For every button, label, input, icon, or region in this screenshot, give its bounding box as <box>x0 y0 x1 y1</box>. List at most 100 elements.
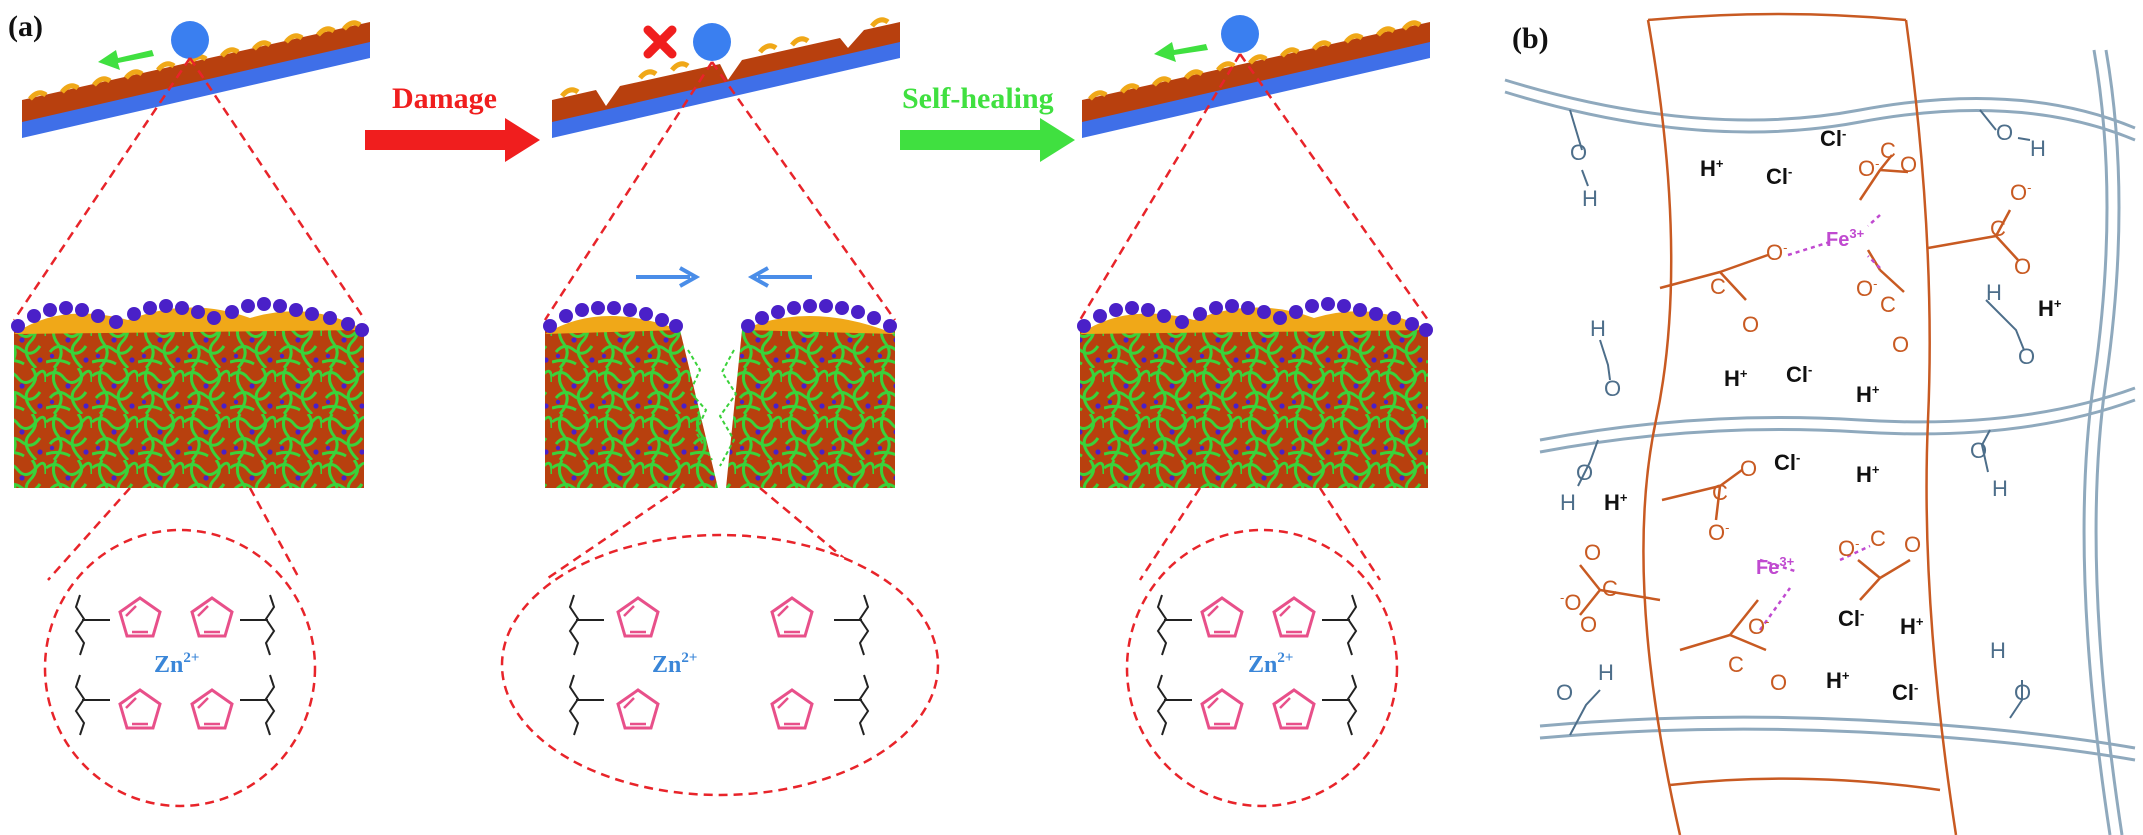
fe-ion-charge: 3+ <box>1779 554 1794 569</box>
chloride-ion: Cl- <box>1838 606 1864 631</box>
carboxyl-carbon: C <box>1728 652 1744 677</box>
carboxyl-carbon: C <box>1870 526 1886 551</box>
surface-beads <box>1077 297 1433 337</box>
water-hydrogen: H <box>2030 136 2046 161</box>
cross-icon <box>643 25 677 59</box>
carboxyl-chains <box>1642 12 1958 835</box>
proton-ion: H+ <box>1700 156 1724 181</box>
damage-arrow-label: Damage <box>392 82 497 115</box>
water-hydrogen: H <box>1560 490 1576 515</box>
substrate-layer <box>1082 40 1430 138</box>
self-healing-arrow-label: Self-healing <box>902 82 1054 115</box>
water-oxygen: O <box>1556 680 1573 705</box>
carboxyl-carbon: C <box>1712 480 1728 505</box>
proton-ion: H+ <box>2038 296 2062 321</box>
carboxyl-oxygen: O <box>1904 532 1921 557</box>
surface-beads <box>543 299 897 333</box>
chloride-ion: Cl- <box>1774 450 1800 475</box>
carboxyl-oxide: O- <box>1748 614 1769 639</box>
water-oxygen: O <box>1576 460 1593 485</box>
carboxyl-oxide: O- <box>1708 520 1729 545</box>
zinc-ion-base: Zn <box>652 652 681 678</box>
proton-ion: H+ <box>1856 382 1880 407</box>
water-oxygen: O <box>1570 140 1587 165</box>
chloride-ion: Cl- <box>1892 680 1918 705</box>
crack-dangling-chains <box>687 349 738 467</box>
merge-arrow-right <box>636 266 701 288</box>
zoom-ellipse <box>1125 528 1399 808</box>
carboxyl-oxide: -O <box>1560 590 1581 615</box>
zoom-ellipse <box>500 533 940 797</box>
zinc-ion-charge: 2+ <box>1277 650 1293 666</box>
carboxyl-carbon: C <box>1710 274 1726 299</box>
chloride-ion: Cl- <box>1766 164 1792 189</box>
proton-ion: H+ <box>1900 614 1924 639</box>
coating-layer <box>1082 22 1430 122</box>
fe-ion-lower: Fe3+ <box>1756 554 1795 579</box>
fe-ion-upper: Fe3+ <box>1826 226 1865 251</box>
fe-ion-base: Fe <box>1826 229 1849 251</box>
zinc-ion-charge: 2+ <box>183 650 199 666</box>
water-bonds <box>1569 109 2031 736</box>
iron-coordination-bonds <box>1758 214 1881 631</box>
zoom-ellipse <box>43 528 317 808</box>
polymer-chains <box>74 594 276 736</box>
fe-ion-charge: 3+ <box>1849 226 1864 241</box>
water-oxygen: O <box>1970 438 1987 463</box>
polymer-block-right <box>726 330 895 488</box>
zoom-lines-top <box>12 53 1430 321</box>
green-left-arrow <box>1154 42 1208 62</box>
water-hydrogen: H <box>1986 280 2002 305</box>
gold-caps <box>1080 307 1428 334</box>
zinc-ion-base: Zn <box>154 652 183 678</box>
substrate-layer <box>22 40 370 138</box>
carboxyl-oxygen: O <box>1580 612 1597 637</box>
water-hydrogen: H <box>1990 638 2006 663</box>
cross-section-2 <box>543 266 897 488</box>
carboxyl-oxide: O- <box>2010 180 2031 205</box>
panel-a-label: (a) <box>8 10 43 43</box>
proton-ion: H+ <box>1856 462 1880 487</box>
water-oxygen: O <box>2014 680 2031 705</box>
carboxyl-oxide: O- <box>1838 536 1859 561</box>
polymer-block <box>14 330 364 488</box>
carboxyl-oxygen: O <box>1742 312 1759 337</box>
coating-bumps <box>28 20 362 101</box>
cross-section-1 <box>11 297 369 488</box>
substrate-layer <box>552 40 900 138</box>
polymer-chains <box>1156 594 1358 736</box>
carboxyl-oxygen: O <box>1770 670 1787 695</box>
network-backbone <box>1504 49 2136 835</box>
surface-beads <box>11 297 369 337</box>
gold-caps <box>545 315 895 334</box>
water-hydrogen: H <box>1582 186 1598 211</box>
carboxyl-oxide: O- <box>1856 276 1877 301</box>
proton-ion: H+ <box>1826 668 1850 693</box>
polymer-block-left <box>545 330 718 488</box>
carboxyl-carbon: C <box>1880 292 1896 317</box>
sliding-ball <box>1221 15 1259 53</box>
carboxyl-oxide: O- <box>1858 156 1879 181</box>
stage-2-coating <box>552 17 900 138</box>
carboxyl-oxygen: O <box>2014 254 2031 279</box>
carboxyl-carbon: C <box>1880 138 1896 163</box>
zinc-ion-charge: 2+ <box>681 650 697 666</box>
carboxyl-carbon: C <box>1990 216 2006 241</box>
water-hydrogen: H <box>1598 660 1614 685</box>
carboxyl-oxide: O- <box>1766 240 1787 265</box>
water-hydrogen: H <box>1590 316 1606 341</box>
water-oxygen: O <box>1996 120 2013 145</box>
coating-bumps <box>560 17 890 98</box>
cross-section-3 <box>1077 297 1433 488</box>
water-oxygen: O <box>2018 344 2035 369</box>
merge-arrow-left <box>747 266 812 288</box>
proton-ion: H+ <box>1724 366 1748 391</box>
stage-1-coating <box>22 20 370 138</box>
sliding-ball <box>171 21 209 59</box>
stuck-ball <box>693 23 731 61</box>
zoom-circle-3: Zn2+ <box>1125 528 1399 808</box>
chloride-ion: Cl- <box>1820 126 1846 151</box>
stage-3-coating <box>1082 15 1430 138</box>
zoom-circle-2: Zn2+ <box>500 533 940 797</box>
